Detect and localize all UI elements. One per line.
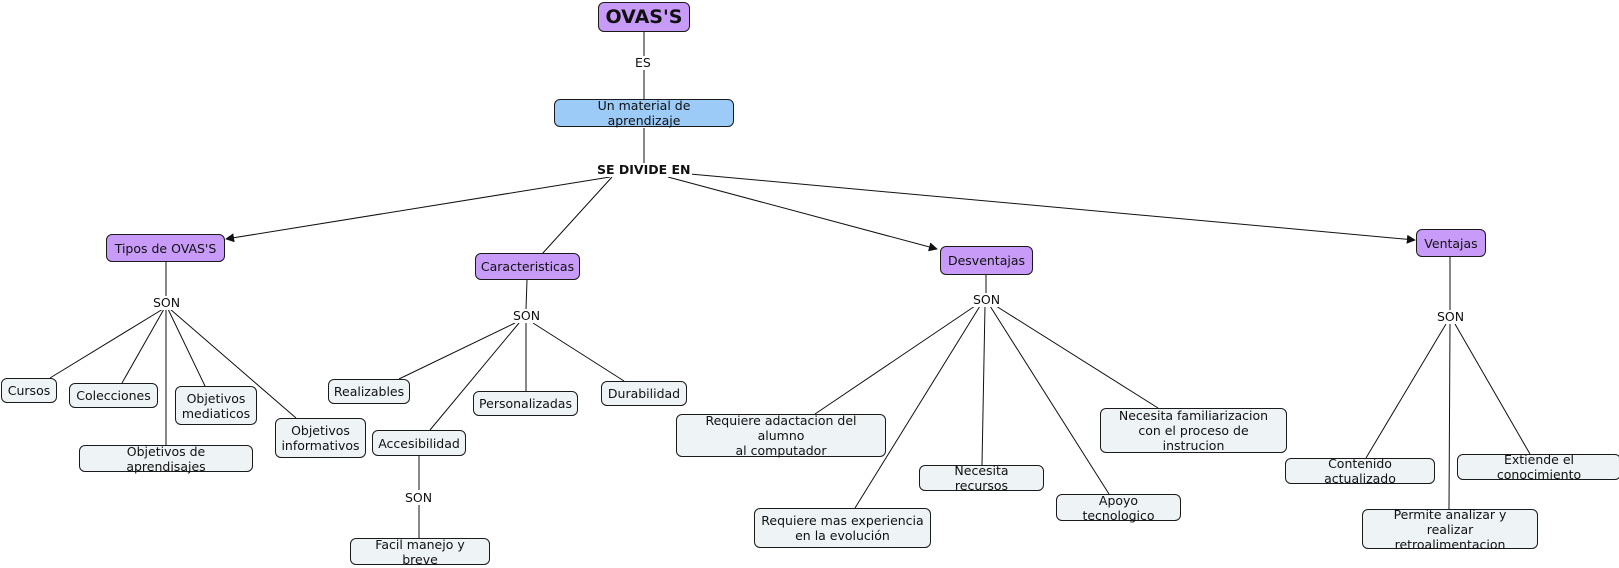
connector-son-accesibilidad xyxy=(429,322,520,431)
connector-son-extiende xyxy=(1454,323,1531,455)
item-extiende-conocimiento[interactable]: Extiende el conocimiento xyxy=(1457,452,1619,482)
item-durabilidad[interactable]: Durabilidad xyxy=(601,381,687,406)
category-desventajas[interactable]: Desventajas xyxy=(940,246,1033,275)
connector-divide-caracteristicas xyxy=(541,176,613,255)
connector-caracteristicas-son xyxy=(525,279,528,310)
connector-son-adactacion xyxy=(814,305,976,415)
item-requiere-experiencia[interactable]: Requiere mas experiencia en la evolución xyxy=(754,508,931,548)
connector-divide-tipos xyxy=(225,176,611,243)
root-node[interactable]: OVAS'S xyxy=(598,2,690,32)
connector-son-durabilidad xyxy=(532,322,625,382)
connector-son-recursos xyxy=(981,305,986,466)
connector-divide-ventajas xyxy=(689,173,1416,244)
connector-son-realizables xyxy=(398,322,516,380)
link-son-accesibilidad: SON xyxy=(404,490,434,505)
item-apoyo-tecnologico[interactable]: Apoyo tecnologico xyxy=(1056,493,1181,523)
item-objetivos-mediaticos[interactable]: Objetivos mediaticos xyxy=(175,386,257,425)
item-contenido-actualizado[interactable]: Contenido actualizado xyxy=(1285,456,1435,486)
item-accesibilidad[interactable]: Accesibilidad xyxy=(372,430,466,456)
connector-son-familiarizacion xyxy=(995,305,1159,409)
item-colecciones[interactable]: Colecciones xyxy=(69,383,158,408)
item-cursos[interactable]: Cursos xyxy=(1,378,57,403)
link-son-tipos: SON xyxy=(152,295,182,310)
category-ventajas[interactable]: Ventajas xyxy=(1416,229,1486,257)
item-realizables[interactable]: Realizables xyxy=(328,379,410,404)
link-son-caracteristicas: SON xyxy=(512,308,542,323)
category-tipos[interactable]: Tipos de OVAS'S xyxy=(106,234,225,262)
connector-son-experiencia xyxy=(854,305,981,509)
link-son-desventajas: SON xyxy=(972,292,1002,307)
connector-son-informativos xyxy=(169,308,297,419)
connector-son-cursos xyxy=(49,308,164,379)
connector-son-contenido xyxy=(1365,323,1447,459)
connector-son-colecciones xyxy=(121,308,165,384)
link-se-divide-en: SE DIVIDE EN xyxy=(596,162,692,177)
connector-son-mediaticos xyxy=(167,308,206,387)
link-son-ventajas: SON xyxy=(1436,309,1466,324)
item-facil-manejo[interactable]: Facil manejo y breve xyxy=(350,537,490,567)
definition-node[interactable]: Un material de aprendizaje xyxy=(554,98,734,128)
item-necesita-recursos[interactable]: Necesita recursos xyxy=(919,463,1044,493)
item-necesita-familiarizacion[interactable]: Necesita familiarizacion con el proceso … xyxy=(1100,408,1287,453)
item-objetivos-informativos[interactable]: Objetivos informativos xyxy=(275,418,366,458)
connector-divide-desventajas xyxy=(667,176,938,252)
connector-son-analizar xyxy=(1448,323,1451,510)
item-objetivos-aprendisajes[interactable]: Objetivos de aprendisajes xyxy=(79,444,253,474)
link-es: ES xyxy=(634,55,652,70)
item-personalizadas[interactable]: Personalizadas xyxy=(473,391,578,416)
item-requiere-adactacion[interactable]: Requiere adactacion del alumno al comput… xyxy=(676,413,886,458)
connector-son-apoyo xyxy=(989,305,1110,495)
category-caracteristicas[interactable]: Caracteristicas xyxy=(475,253,580,280)
item-permite-analizar[interactable]: Permite analizar y realizar retroaliment… xyxy=(1362,507,1538,552)
